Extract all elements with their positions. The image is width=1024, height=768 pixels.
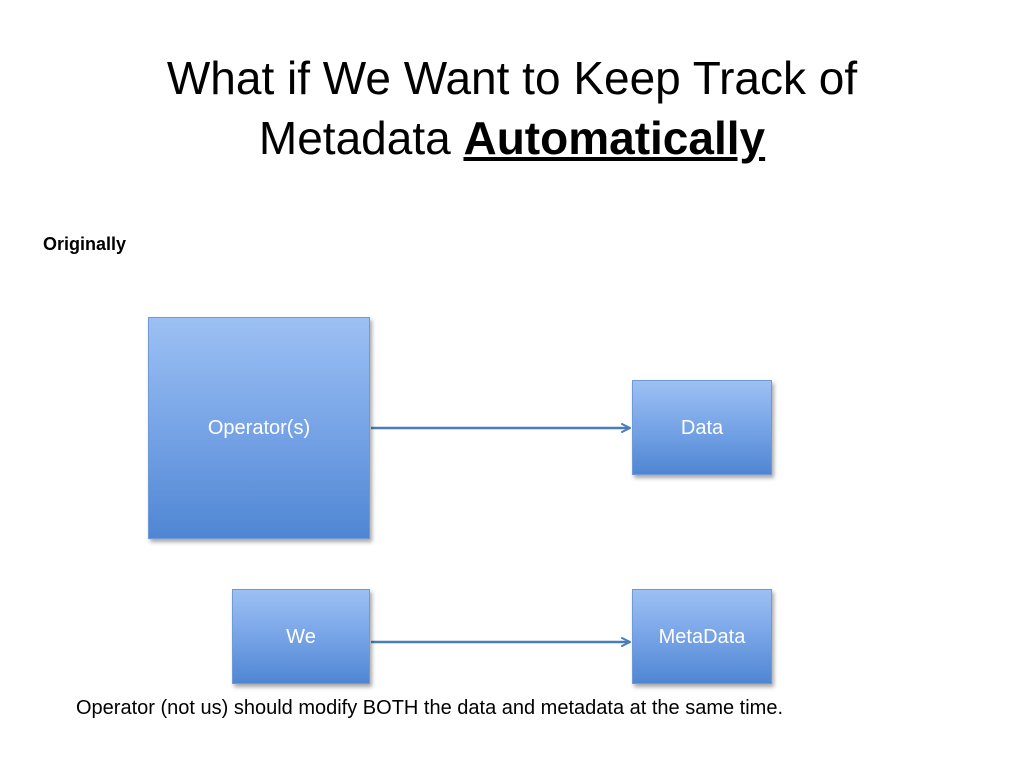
section-label-originally: Originally	[43, 234, 127, 254]
data-box: Data	[632, 380, 772, 475]
title-line-1: What if We Want to Keep Track of	[166, 52, 858, 104]
operators-label: Operator(s)	[207, 417, 311, 439]
metadata-label: MetaData	[658, 626, 746, 648]
data-label: Data	[680, 417, 724, 439]
metadata-box: MetaData	[632, 589, 772, 684]
title-emphasis: Automatically	[463, 112, 766, 164]
we-box: We	[232, 589, 370, 684]
operators-box: Operator(s)	[148, 317, 370, 539]
slide-title: What if We Want to Keep Track of Metadat…	[60, 48, 964, 168]
we-label: We	[286, 626, 316, 648]
title-line-2-plain: Metadata	[258, 112, 464, 164]
slide-caption: Operator (not us) should modify BOTH the…	[76, 697, 784, 719]
